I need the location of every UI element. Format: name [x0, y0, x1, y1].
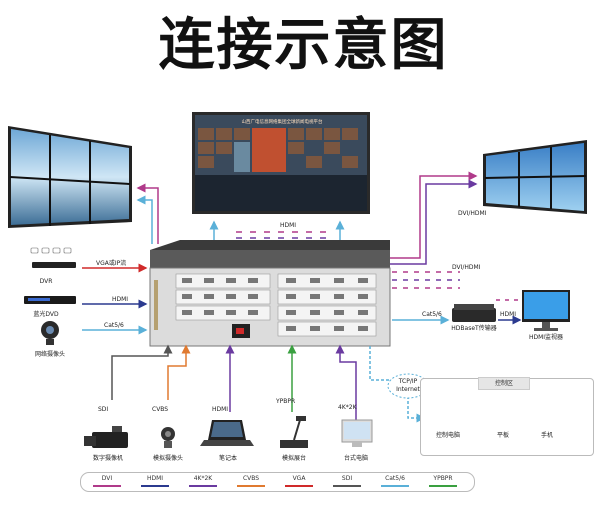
- legend-item-label: DVI: [101, 475, 113, 482]
- legend-item-swatch: [333, 485, 361, 487]
- internet-label: Internet: [396, 386, 420, 393]
- analog-booth-label: 模拟展台: [281, 455, 307, 462]
- laptop-label: 笔记本: [218, 455, 238, 462]
- control-area-title: 控制区: [478, 377, 530, 390]
- dvi-hdmi-mid-label: DVI/HDMI: [452, 264, 481, 271]
- phone-label: 手机: [540, 432, 554, 439]
- legend-item-swatch: [237, 485, 265, 487]
- bluray-dvd-label: 蓝光DVD: [33, 311, 59, 318]
- center-screen-caption: 山西广电信息网络集团全球新闻电视平台: [242, 118, 323, 125]
- hdmi-monitor-link-label: HDMI: [500, 311, 517, 318]
- network-camera-label: 网络摄像头: [34, 351, 66, 358]
- hdmi-laptop-label: HDMI: [212, 406, 229, 413]
- hdbaset-receiver-device: [452, 304, 496, 322]
- dvi-hdmi-top-label: DVI/HDMI: [458, 210, 487, 217]
- cable-legend: DVI HDMI 4K*2K CVBS VGA SDI Cat5/6 YPBPR: [80, 472, 475, 492]
- legend-item-swatch: [141, 485, 169, 487]
- legend-item-label: HDMI: [146, 475, 164, 482]
- legend-item-label: VGA: [292, 475, 306, 482]
- hdmi-top-label: HDMI: [280, 222, 297, 229]
- dvr-device: [30, 247, 76, 268]
- 4k2k-label: 4K*2K: [338, 404, 357, 411]
- control-pc-label: 控制电脑: [435, 432, 461, 439]
- legend-item-swatch: [381, 485, 409, 487]
- legend-item-label: YPBPR: [433, 475, 453, 482]
- laptop-device: [200, 420, 254, 446]
- sdi-label: SDI: [98, 406, 109, 413]
- legend-item-label: 4K*2K: [193, 475, 213, 482]
- desktop-pc-device: [341, 419, 373, 447]
- center-video-wall: [192, 112, 370, 214]
- control-area-box: [420, 378, 594, 456]
- dvr-label: DVR: [39, 278, 53, 285]
- cvbs-label: CVBS: [152, 406, 169, 413]
- bluray-dvd-device: [24, 296, 76, 304]
- cat56-right-label: Cat5/6: [422, 311, 442, 318]
- legend-item-swatch: [285, 485, 313, 487]
- hdmi-monitor-device: [522, 290, 570, 331]
- digital-camera-label: 数字摄像机: [92, 455, 124, 462]
- legend-item-label: SDI: [341, 475, 353, 482]
- legend-item-swatch: [429, 485, 457, 487]
- hdbaset-label: HDBaseT传输器: [451, 325, 497, 332]
- vga-ip-label: VGA或IP流: [96, 260, 127, 267]
- page-title: 连接示意图: [158, 13, 449, 78]
- hdmi-dvd-label: HDMI: [112, 296, 129, 303]
- cat56-left-label: Cat5/6: [104, 322, 124, 329]
- legend-item-label: Cat5/6: [385, 475, 405, 482]
- analog-booth-device: [280, 416, 308, 448]
- right-video-wall: [483, 140, 587, 214]
- analog-camera-label: 模拟摄像头: [152, 455, 184, 462]
- tcpip-label: TCP/IP: [398, 378, 418, 385]
- legend-item-swatch: [189, 485, 217, 487]
- network-camera-device: [41, 321, 59, 345]
- ypbpr-label: YPBPR: [276, 398, 296, 405]
- desktop-pc-label: 台式电脑: [343, 455, 369, 462]
- hdmi-monitor-label: HDMI监视器: [528, 334, 564, 341]
- digital-camera-device: [84, 426, 128, 448]
- left-video-wall: [8, 126, 132, 228]
- matrix-switcher: [149, 240, 391, 347]
- analog-camera-device: [161, 427, 175, 448]
- legend-item-swatch: [93, 485, 121, 487]
- tablet-label: 平板: [496, 432, 510, 439]
- legend-item-label: CVBS: [242, 475, 260, 482]
